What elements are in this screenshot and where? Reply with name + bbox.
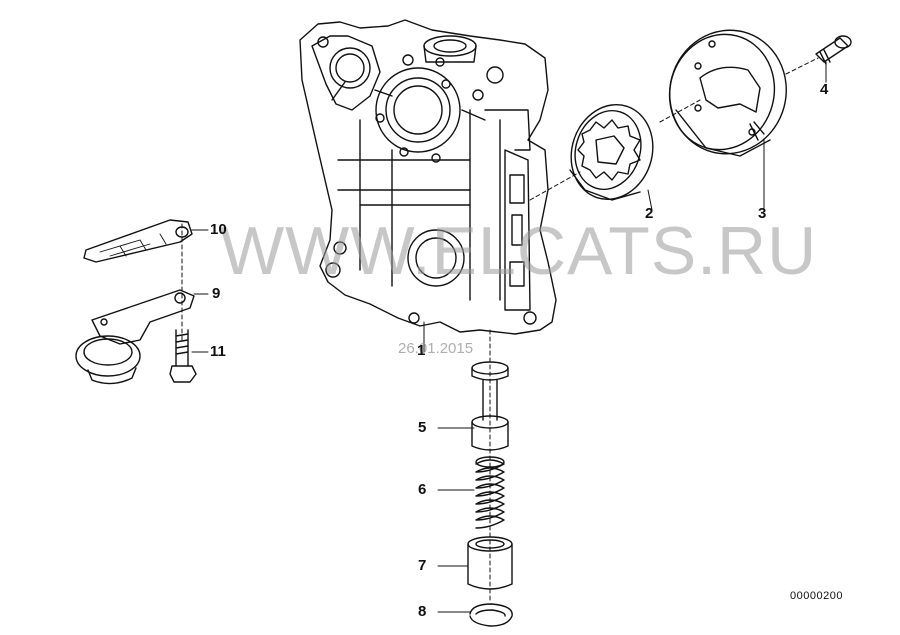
callout-10[interactable]: 10 [210,221,227,238]
inner-rotor [569,104,654,201]
callout-9[interactable]: 9 [212,285,221,302]
callout-7[interactable]: 7 [418,557,427,574]
callout-4[interactable]: 4 [820,81,829,98]
callout-8[interactable]: 8 [418,603,427,620]
screw-part [815,35,852,65]
callout-3[interactable]: 3 [758,205,767,222]
leader-lines [181,57,827,613]
diagram-code: 00000200 [790,590,843,602]
oil-pickup [75,289,195,385]
oil-pump-housing [299,19,557,335]
callout-11[interactable]: 11 [210,343,226,360]
gasket [83,219,193,263]
hex-bolt [169,329,197,383]
callout-2[interactable]: 2 [645,205,654,222]
callout-6[interactable]: 6 [418,481,427,498]
watermark: WWW.ELCATS.RU [220,213,818,289]
watermark-date: 26.01.2015 [398,340,474,357]
snap-ring [469,603,513,627]
callout-1[interactable]: 1 [417,342,426,359]
callout-5[interactable]: 5 [418,419,427,436]
outer-rotor [668,29,787,157]
